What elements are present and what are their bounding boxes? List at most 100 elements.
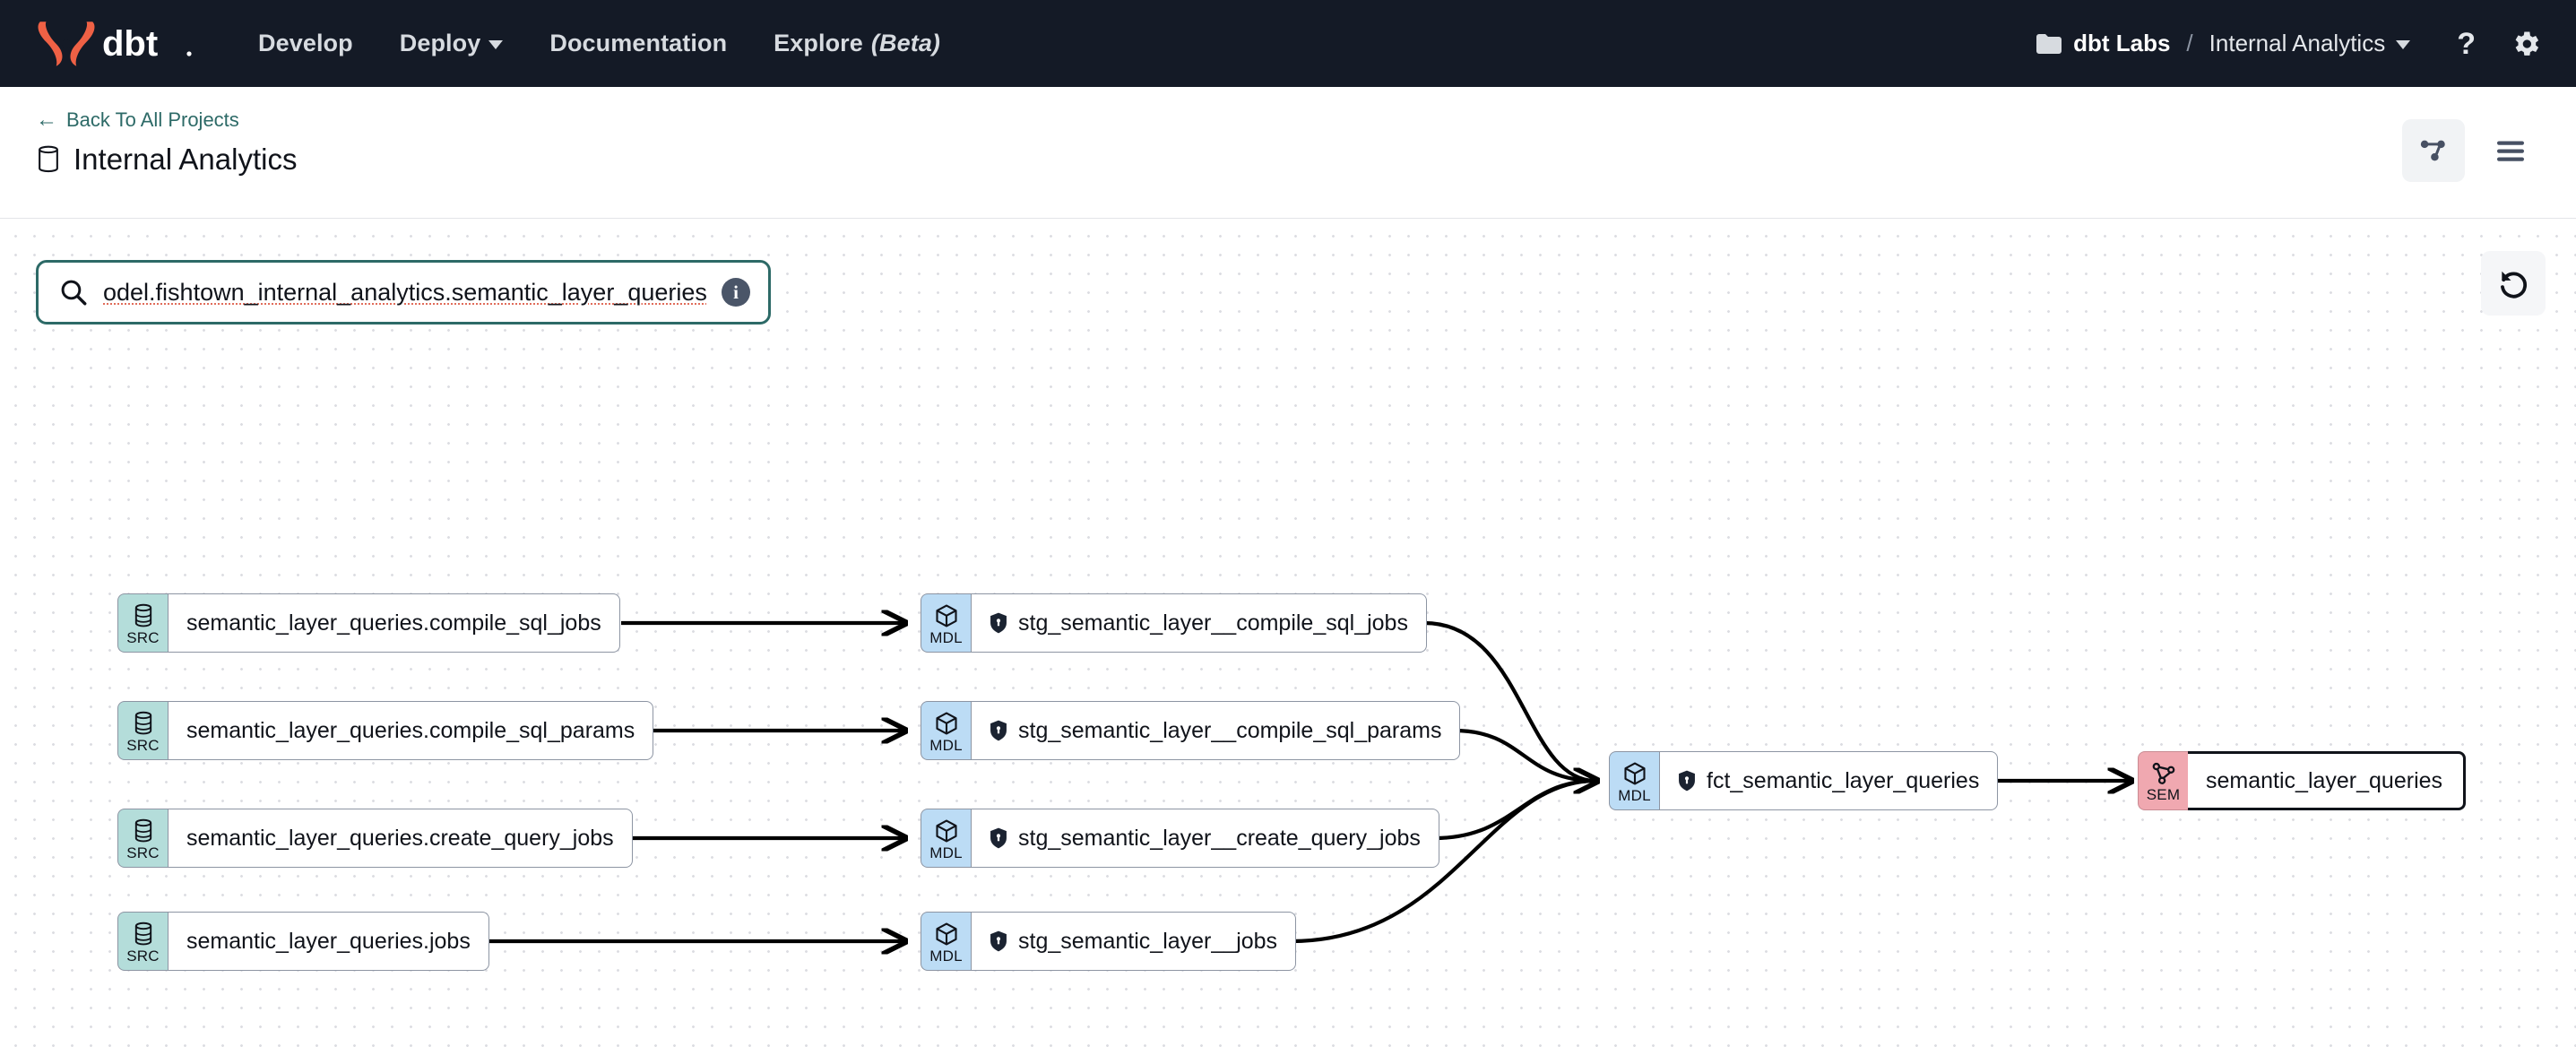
node-type-label: MDL (929, 736, 963, 754)
back-link-label: Back To All Projects (66, 108, 239, 131)
lineage-canvas[interactable]: odel.fishtown_internal_analytics.semanti… (0, 219, 2576, 1047)
top-navigation-bar: dbt Develop Deploy Documentation Explore… (0, 0, 2576, 87)
database-icon (134, 818, 151, 842)
node-type-badge-src: SRC (117, 809, 168, 868)
node-body: stg_semantic_layer__create_query_jobs (971, 809, 1439, 868)
search-input[interactable]: odel.fishtown_internal_analytics.semanti… (103, 278, 707, 306)
nav-item-explore-label: Explore (774, 30, 863, 56)
shield-lock-icon (990, 930, 1007, 952)
node-label: semantic_layer_queries.compile_sql_jobs (186, 610, 601, 636)
shield-lock-icon (990, 612, 1007, 634)
reset-view-button[interactable] (2481, 251, 2546, 316)
back-to-all-projects-link[interactable]: ← Back To All Projects (36, 108, 239, 132)
node-body: fct_semantic_layer_queries (1659, 751, 1999, 810)
node-body: stg_semantic_layer__compile_sql_params (971, 701, 1461, 760)
page-title-row: Internal Analytics (36, 143, 297, 177)
list-view-button[interactable] (2479, 119, 2542, 182)
nav-item-explore[interactable]: Explore (Beta) (774, 30, 940, 57)
node-type-label: SEM (2146, 785, 2181, 803)
nav-item-documentation-label: Documentation (549, 30, 728, 56)
lineage-node-mdl3[interactable]: MDL stg_semantic_layer__create_query_job… (921, 809, 1439, 868)
shield-lock-icon (990, 720, 1007, 741)
chevron-down-icon (488, 40, 504, 49)
node-type-badge-mdl: MDL (921, 701, 971, 760)
lineage-node-mdl1[interactable]: MDL stg_semantic_layer__compile_sql_jobs (921, 593, 1427, 653)
node-type-label: SRC (126, 736, 160, 754)
gear-icon[interactable] (2510, 28, 2542, 60)
project-selector[interactable]: Internal Analytics (2209, 30, 2411, 57)
help-icon[interactable]: ? (2457, 26, 2476, 61)
lineage-node-sem[interactable]: SEM semantic_layer_queries (2138, 751, 2466, 810)
node-type-badge-sem: SEM (2138, 751, 2188, 810)
folder-icon (2036, 33, 2062, 54)
search-icon (61, 280, 87, 306)
node-label: semantic_layer_queries (2206, 767, 2443, 793)
cube-icon (935, 712, 957, 734)
node-label: stg_semantic_layer__jobs (1018, 928, 1278, 954)
database-icon (39, 145, 58, 173)
node-type-badge-mdl: MDL (921, 593, 971, 653)
nav-right-cluster: dbt Labs / Internal Analytics ? (2036, 28, 2542, 60)
node-label: stg_semantic_layer__create_query_jobs (1018, 825, 1421, 851)
page-title: Internal Analytics (73, 143, 298, 176)
lineage-node-mdl2[interactable]: MDL stg_semantic_layer__compile_sql_para… (921, 701, 1461, 760)
node-label: semantic_layer_queries.jobs (186, 928, 471, 954)
database-icon (134, 922, 151, 945)
node-type-badge-src: SRC (117, 701, 168, 760)
lineage-graph-icon (2420, 140, 2445, 161)
node-type-badge-mdl: MDL (1609, 751, 1659, 810)
lineage-node-src4[interactable]: SRC semantic_layer_queries.jobs (117, 912, 489, 971)
node-body: semantic_layer_queries (2188, 751, 2466, 810)
lineage-node-fct[interactable]: MDL fct_semantic_layer_queries (1609, 751, 1999, 810)
node-body: stg_semantic_layer__jobs (971, 912, 1297, 971)
nav-item-develop-label: Develop (258, 30, 353, 56)
info-icon[interactable]: i (722, 278, 750, 307)
node-type-label: MDL (929, 844, 963, 861)
nav-item-documentation[interactable]: Documentation (549, 30, 727, 57)
nav-breadcrumb-separator: / (2186, 30, 2193, 56)
node-type-badge-mdl: MDL (921, 912, 971, 971)
header-actions (2402, 119, 2542, 182)
cube-icon (1623, 762, 1646, 784)
dbt-wordmark: dbt (102, 24, 192, 64)
edge-mdl3-fct (1434, 778, 1596, 841)
nav-item-deploy[interactable]: Deploy (400, 30, 504, 57)
node-label: semantic_layer_queries.create_query_jobs (186, 825, 614, 851)
lineage-node-src3[interactable]: SRC semantic_layer_queries.create_query_… (117, 809, 633, 868)
node-type-badge-mdl: MDL (921, 809, 971, 868)
account-name: dbt Labs (2073, 30, 2171, 56)
graph-layer: SRC semantic_layer_queries.compile_sql_j… (0, 219, 2576, 1047)
node-body: semantic_layer_queries.create_query_jobs (168, 809, 633, 868)
node-body: semantic_layer_queries.compile_sql_jobs (168, 593, 620, 653)
lineage-node-src2[interactable]: SRC semantic_layer_queries.compile_sql_p… (117, 701, 654, 760)
node-label: stg_semantic_layer__compile_sql_jobs (1018, 610, 1408, 636)
node-label: semantic_layer_queries.compile_sql_param… (186, 717, 635, 743)
node-body: semantic_layer_queries.jobs (168, 912, 489, 971)
cube-icon (935, 819, 957, 842)
cube-icon (935, 922, 957, 945)
arrow-left-icon: ← (36, 108, 57, 132)
lineage-view-button[interactable] (2402, 119, 2465, 182)
cube-icon (935, 604, 957, 627)
nav-item-develop[interactable]: Develop (258, 30, 353, 57)
semantic-graph-icon (2152, 762, 2174, 784)
lineage-node-src1[interactable]: SRC semantic_layer_queries.compile_sql_j… (117, 593, 620, 653)
node-type-badge-src: SRC (117, 912, 168, 971)
node-type-label: MDL (929, 628, 963, 646)
dbt-logo-mark (38, 21, 95, 66)
node-type-label: SRC (126, 844, 160, 861)
account-selector[interactable]: dbt Labs (2036, 30, 2170, 57)
node-label: stg_semantic_layer__compile_sql_params (1018, 717, 1442, 743)
node-type-label: SRC (126, 947, 160, 965)
node-label: fct_semantic_layer_queries (1707, 767, 1980, 793)
edge-mdl2-fct (1454, 728, 1596, 783)
dbt-logo[interactable]: dbt (34, 0, 203, 87)
nav-item-deploy-label: Deploy (399, 30, 481, 56)
chevron-down-icon (2396, 40, 2411, 49)
node-type-label: MDL (929, 947, 963, 965)
project-name: Internal Analytics (2209, 30, 2386, 56)
shield-lock-icon (990, 827, 1007, 849)
page-header: ← Back To All Projects Internal Analytic… (0, 87, 2576, 219)
lineage-node-mdl4[interactable]: MDL stg_semantic_layer__jobs (921, 912, 1297, 971)
node-search-box[interactable]: odel.fishtown_internal_analytics.semanti… (36, 260, 771, 324)
